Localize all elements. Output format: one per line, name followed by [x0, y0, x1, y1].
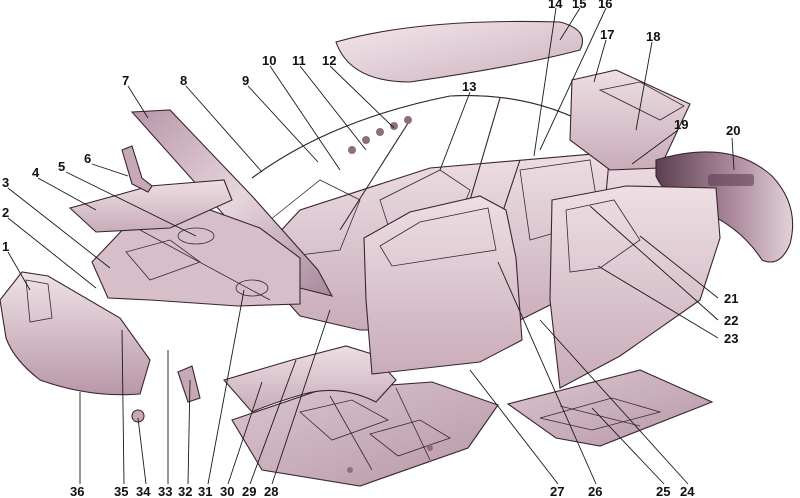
callout-5: 5: [58, 159, 65, 174]
callout-13: 13: [462, 79, 476, 94]
callout-23: 23: [724, 331, 738, 346]
callout-4: 4: [32, 165, 40, 180]
bracket-parts: [131, 365, 201, 423]
callout-18: 18: [646, 29, 660, 44]
callout-17: 17: [600, 27, 614, 42]
callout-30: 30: [220, 484, 234, 498]
callout-3: 3: [2, 175, 9, 190]
callout-7: 7: [122, 73, 129, 88]
callout-24: 24: [680, 484, 695, 498]
front-door: [363, 195, 523, 375]
callout-34: 34: [136, 484, 151, 498]
callout-22: 22: [724, 313, 738, 328]
callout-26: 26: [588, 484, 602, 498]
callout-15: 15: [572, 0, 586, 11]
roof-panel: [335, 20, 584, 83]
rear-door: [549, 185, 721, 389]
callout-10: 10: [262, 53, 276, 68]
leader-lines: [7, 7, 735, 485]
callout-11: 11: [292, 53, 306, 68]
callout-8: 8: [180, 73, 187, 88]
callout-12: 12: [322, 53, 336, 68]
callout-2: 2: [2, 205, 9, 220]
rear-floor-panel: [506, 369, 714, 447]
front-fender-right: [223, 345, 397, 413]
callout-21: 21: [724, 291, 738, 306]
callout-19: 19: [674, 117, 688, 132]
callout-28: 28: [264, 484, 278, 498]
callout-33: 33: [158, 484, 172, 498]
callout-31: 31: [198, 484, 212, 498]
front-floor-panel: [231, 381, 499, 487]
callout-25: 25: [656, 484, 670, 498]
callout-9: 9: [242, 73, 249, 88]
callout-1: 1: [2, 239, 9, 254]
hood-hinge: [121, 145, 153, 193]
callout-29: 29: [242, 484, 256, 498]
callout-36: 36: [70, 484, 84, 498]
callout-20: 20: [726, 123, 740, 138]
callout-6: 6: [84, 151, 91, 166]
callout-16: 16: [598, 0, 612, 11]
callout-32: 32: [178, 484, 192, 498]
callout-14: 14: [548, 0, 563, 11]
front-bumper: [0, 271, 151, 396]
callout-35: 35: [114, 484, 128, 498]
callout-labels: 1 2 3 4 5 6 7 8 9 10 11 12 13 14 15 16 1…: [2, 0, 740, 498]
callout-27: 27: [550, 484, 564, 498]
